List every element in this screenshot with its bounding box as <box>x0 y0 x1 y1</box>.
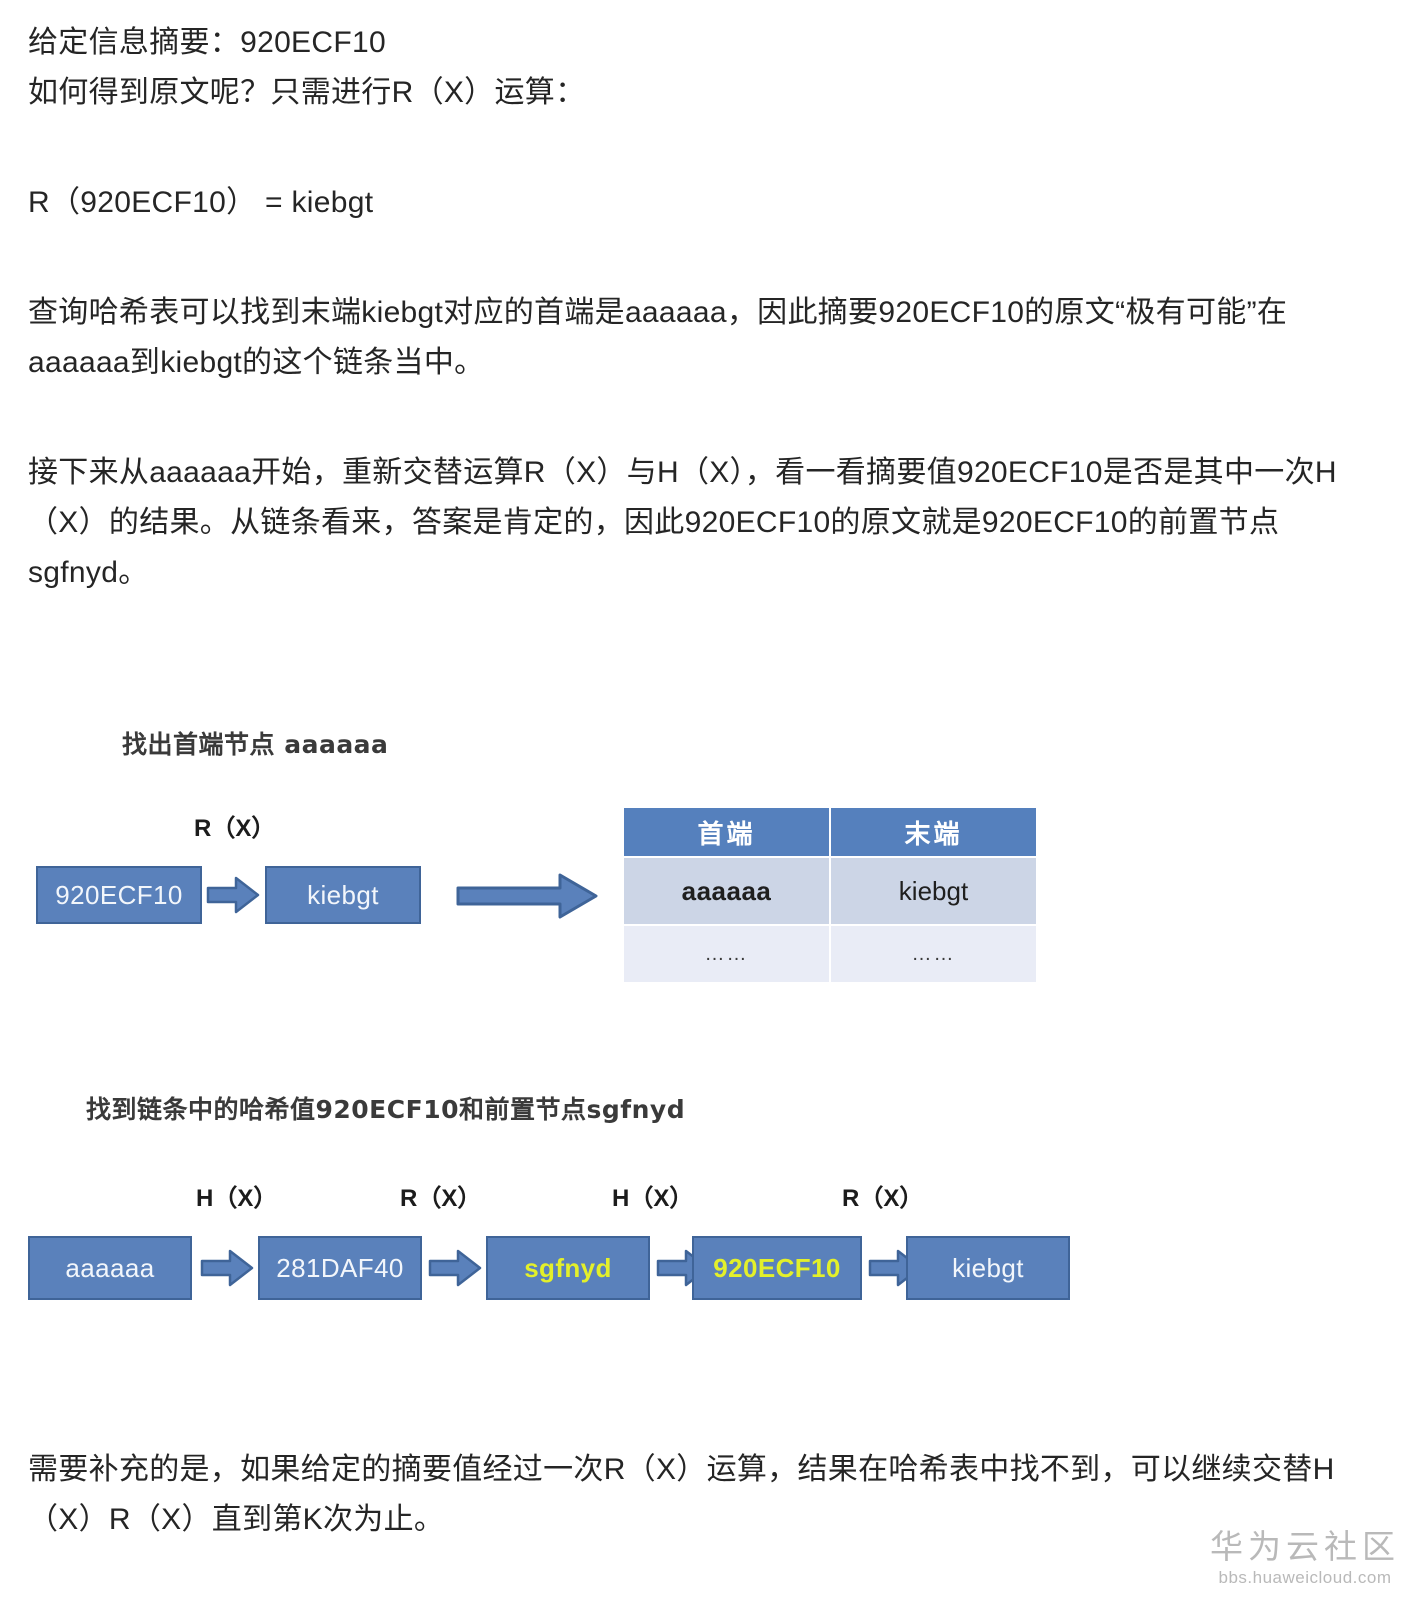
figure-1-operation-label: R（X） <box>194 815 276 842</box>
watermark: 华为云社区 bbs.huaweicloud.com <box>1210 1528 1400 1588</box>
figure-2-operation-label-0: H（X） <box>196 1185 278 1212</box>
figure-2-operation-label-1: R（X） <box>400 1185 482 1212</box>
figure-2-operation-label-3: R（X） <box>842 1185 924 1212</box>
closing-paragraph: 需要补充的是，如果给定的摘要值经过一次R（X）运算，结果在哈希表中找不到，可以继… <box>28 1453 1335 1536</box>
equation-line: R（920ECF10） = kiebgt <box>28 186 374 219</box>
table-row: aaaaaa kiebgt <box>624 856 1036 925</box>
figure-1-arrow-to-table-icon <box>456 873 598 919</box>
figure-2-node-1: 281DAF40 <box>258 1236 422 1300</box>
body-paragraph-1: 查询哈希表可以找到末端kiebgt对应的首端是aaaaaa，因此摘要920ECF… <box>28 296 1288 379</box>
table-row: …… …… <box>624 924 1036 982</box>
figure-2-arrow-0-icon <box>200 1249 254 1287</box>
intro-paragraph: 给定信息摘要：920ECF10 如何得到原文呢？只需进行R（X）运算： <box>28 26 586 109</box>
watermark-url: bbs.huaweicloud.com <box>1218 1568 1392 1587</box>
table-header-tail: 末端 <box>830 808 1036 857</box>
figure-1-caption: 找出首端节点 aaaaaa <box>122 730 389 759</box>
figure-1-arrow-0-icon <box>206 876 260 914</box>
table-cell-tail-end: kiebgt <box>830 856 1036 925</box>
figure-1-node-1: kiebgt <box>265 866 421 924</box>
table-header-head: 首端 <box>624 808 831 857</box>
table-cell-head-start: aaaaaa <box>624 856 831 925</box>
figure-2-node-0: aaaaaa <box>28 1236 192 1300</box>
figure-2-node-3: 920ECF10 <box>692 1236 862 1300</box>
figure-2-node-4: kiebgt <box>906 1236 1070 1300</box>
figure-2-operation-label-2: H（X） <box>612 1185 694 1212</box>
figure-2-caption: 找到链条中的哈希值920ECF10和前置节点sgfnyd <box>86 1095 686 1124</box>
table-cell-head-ellipsis: …… <box>624 924 831 982</box>
body-paragraph-2: 接下来从aaaaaa开始，重新交替运算R（X）与H（X），看一看摘要值920EC… <box>28 456 1337 589</box>
figure-2-arrow-1-icon <box>428 1249 482 1287</box>
watermark-title: 华为云社区 <box>1210 1527 1400 1566</box>
figure-1-node-0: 920ECF10 <box>36 866 202 924</box>
table-header-row: 首端 末端 <box>624 808 1036 857</box>
rainbow-table: 首端 末端 aaaaaa kiebgt …… …… <box>624 808 1036 982</box>
table-cell-tail-ellipsis: …… <box>830 924 1036 982</box>
figure-2-node-2: sgfnyd <box>486 1236 650 1300</box>
